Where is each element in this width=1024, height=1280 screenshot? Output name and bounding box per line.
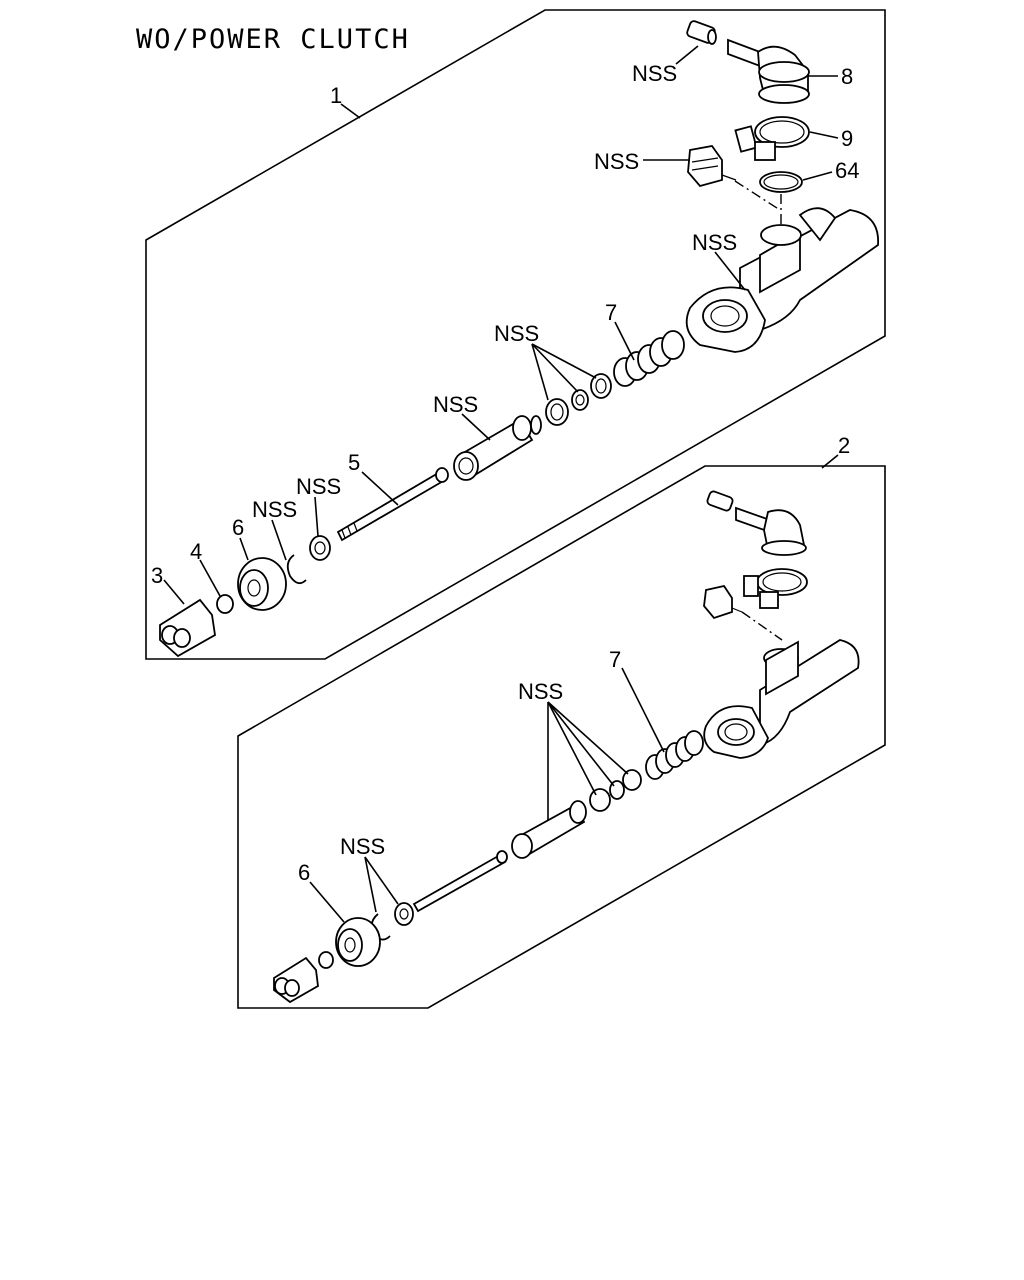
hose-clamp bbox=[734, 116, 810, 161]
callout-nss-body: NSS bbox=[692, 230, 737, 255]
push-rod bbox=[336, 467, 449, 542]
callout-4: 4 bbox=[190, 539, 202, 564]
piston bbox=[453, 415, 542, 481]
assembly-2-frame bbox=[237, 465, 886, 1009]
callout-64: 64 bbox=[835, 158, 859, 183]
cylinder-body bbox=[685, 207, 879, 353]
callout-6: 6 bbox=[232, 515, 244, 540]
push-rod-2 bbox=[412, 850, 508, 913]
diagram-title: WO/POWER CLUTCH bbox=[136, 24, 410, 55]
piston-2 bbox=[511, 800, 587, 859]
assembly-2: 2 bbox=[237, 433, 886, 1009]
dust-boot bbox=[237, 557, 287, 611]
clevis bbox=[159, 598, 216, 658]
callout-nss-snapring: NSS bbox=[252, 497, 297, 522]
callout-nss-seals: NSS bbox=[494, 321, 539, 346]
callout-5: 5 bbox=[348, 450, 360, 475]
callout-6-assembly-2: 6 bbox=[298, 860, 310, 885]
piston-seals-2 bbox=[589, 769, 642, 812]
washer bbox=[309, 535, 331, 561]
dust-boot-2 bbox=[335, 917, 381, 967]
assembly-1-frame bbox=[145, 9, 886, 660]
return-spring-2 bbox=[645, 730, 704, 780]
assembly-1-leader bbox=[340, 103, 361, 119]
hose-fitting bbox=[686, 20, 761, 68]
callout-nss-bleeder: NSS bbox=[594, 149, 639, 174]
callout-7-assembly-2: 7 bbox=[609, 647, 621, 672]
bleeder-screw bbox=[687, 145, 737, 188]
return-spring bbox=[613, 330, 685, 387]
assembly-2-leader bbox=[821, 454, 839, 469]
callout-8: 8 bbox=[841, 64, 853, 89]
snap-ring bbox=[286, 554, 307, 585]
piston-seals bbox=[545, 373, 612, 426]
callout-nss-fitting: NSS bbox=[632, 61, 677, 86]
callout-9: 9 bbox=[841, 126, 853, 151]
assembly-2-label: 2 bbox=[838, 433, 850, 458]
callout-nss-snap-assembly-2: NSS bbox=[340, 834, 385, 859]
lock-nut bbox=[216, 594, 234, 614]
hose-end bbox=[757, 45, 810, 104]
callout-nss-seals-assembly-2: NSS bbox=[518, 679, 563, 704]
callout-7: 7 bbox=[605, 300, 617, 325]
callout-3: 3 bbox=[151, 563, 163, 588]
callout-nss-piston: NSS bbox=[433, 392, 478, 417]
callout-nss-washer: NSS bbox=[296, 474, 341, 499]
assembly-1: 1 bbox=[145, 9, 886, 660]
assembly-1-label: 1 bbox=[330, 83, 342, 108]
